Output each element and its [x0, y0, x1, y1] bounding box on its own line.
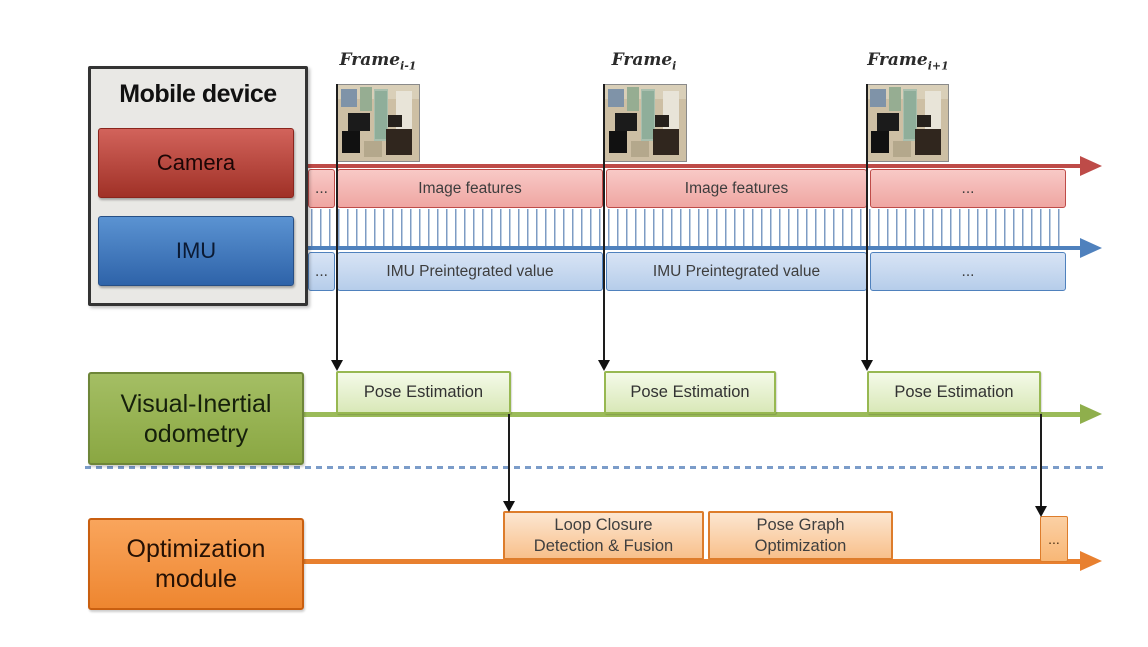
- pose-estimation-box-2: Pose Estimation: [604, 371, 776, 414]
- frame-label-i: Framei: [611, 50, 677, 73]
- imu-timeline-arrow-icon: [1080, 238, 1102, 258]
- imu-label: IMU: [175, 238, 217, 263]
- pose-graph-optimization-box: Pose Graph Optimization: [708, 511, 893, 560]
- camera-band-image-features-2: Image features: [606, 169, 867, 208]
- pose-to-loop-arrow-icon: [503, 501, 515, 512]
- visual-inertial-odometry-box: Visual-Inertial odometry: [88, 372, 304, 465]
- vio-label-line1: Visual-Inertial: [120, 389, 272, 418]
- imu-box: IMU: [98, 216, 294, 286]
- frame-line-1: [336, 84, 338, 360]
- loop-closure-box: Loop Closure Detection & Fusion: [503, 511, 704, 560]
- imu-band-ellipsis-left: ...: [308, 252, 335, 291]
- pose-graph-line1: Pose Graph: [756, 515, 845, 534]
- frame-line-2: [603, 84, 605, 360]
- optimization-label-line2: module: [155, 565, 237, 593]
- frame-thumbnail-photo-3: [866, 84, 949, 162]
- imu-sample-ticks: [311, 209, 1067, 248]
- frame-thumbnail-photo-1: [337, 84, 420, 162]
- camera-box: Camera: [98, 128, 294, 198]
- loop-closure-line2: Detection & Fusion: [533, 536, 674, 555]
- camera-label: Camera: [156, 150, 236, 175]
- frame-label-i-minus-1: Framei-1: [339, 50, 417, 73]
- optimization-timeline-arrow-icon: [1080, 551, 1102, 571]
- mobile-device-title: Mobile device: [119, 80, 277, 108]
- imu-timeline-line: [292, 246, 1082, 250]
- pose-to-ellipsis-arrow-icon: [1035, 506, 1047, 517]
- optimization-module-box: Optimization module: [88, 518, 304, 610]
- loop-closure-line1: Loop Closure: [554, 515, 653, 534]
- frame-arrow-down-2-icon: [598, 360, 610, 371]
- imu-band-ellipsis-right: ...: [870, 252, 1066, 291]
- camera-timeline-arrow-icon: [1080, 156, 1102, 176]
- imu-band-preintegrated-2: IMU Preintegrated value: [606, 252, 867, 291]
- camera-band-ellipsis-left: ...: [308, 169, 335, 208]
- pose-estimation-box-3: Pose Estimation: [867, 371, 1041, 414]
- frame-line-3: [866, 84, 868, 360]
- camera-band-ellipsis-right: ...: [870, 169, 1066, 208]
- optimization-timeline-line: [300, 559, 1082, 564]
- camera-timeline-line: [292, 164, 1082, 168]
- vio-label-line2: odometry: [143, 419, 249, 448]
- frame-thumbnail-photo-2: [604, 84, 687, 162]
- optimization-label-line1: Optimization: [126, 535, 266, 563]
- camera-band-image-features-1: Image features: [337, 169, 603, 208]
- pose-estimation-box-1: Pose Estimation: [336, 371, 511, 414]
- vio-timeline-line: [300, 412, 1082, 417]
- module-divider-dashed-line: [85, 466, 1103, 469]
- mobile-device-box: Mobile device Camera IMU: [88, 66, 308, 306]
- frame-label-i-plus-1: Framei+1: [867, 50, 949, 73]
- optimization-ellipsis-box: ...: [1040, 516, 1068, 562]
- frame-arrow-down-3-icon: [861, 360, 873, 371]
- pose-to-loop-line: [508, 414, 510, 502]
- pose-to-ellipsis-line: [1040, 414, 1042, 507]
- vio-timeline-arrow-icon: [1080, 404, 1102, 424]
- frame-arrow-down-1-icon: [331, 360, 343, 371]
- pose-graph-line2: Optimization: [754, 536, 847, 555]
- imu-band-preintegrated-1: IMU Preintegrated value: [337, 252, 603, 291]
